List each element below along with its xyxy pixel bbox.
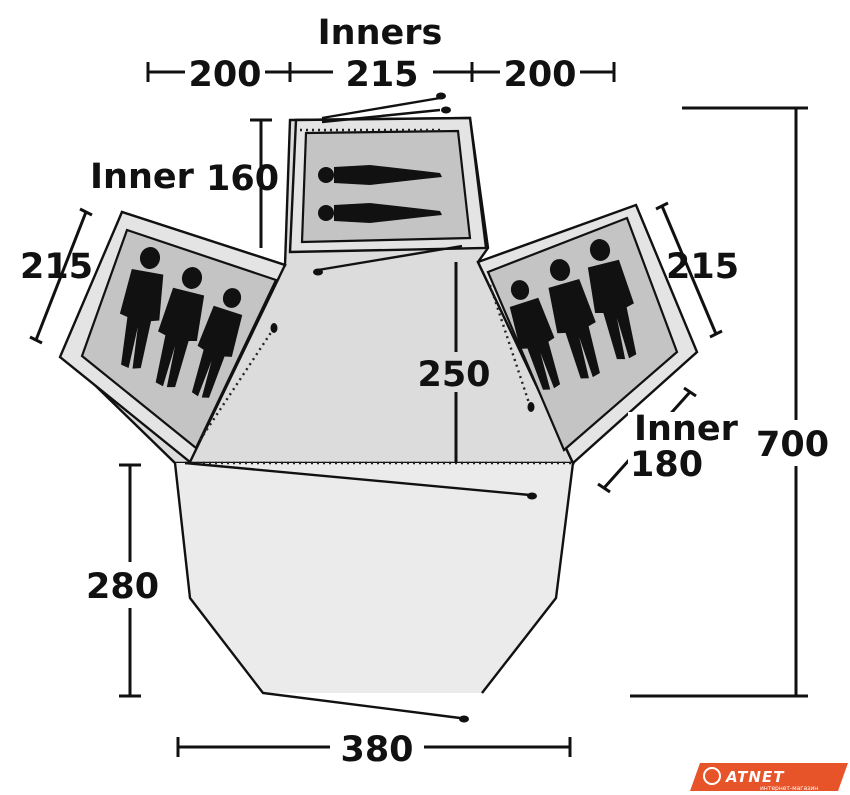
inners-title: Inners (318, 13, 443, 53)
total-length-line (630, 106, 840, 698)
left-inner-width-label: 215 (20, 247, 93, 287)
logo-brand: ATNET (725, 768, 785, 786)
guyline-center-top-solid (321, 96, 441, 120)
porch-outline (173, 462, 461, 720)
top-center-width-label: 215 (345, 55, 418, 95)
porch-width-label: 380 (340, 730, 413, 770)
logo-background (690, 763, 848, 791)
left-inner-width-line (29, 207, 93, 345)
guyline-left (198, 327, 276, 441)
guyline-bottom-solid (184, 461, 531, 497)
guyline-center-bottom (317, 244, 463, 272)
logo-subtitle: интернет-магазин (760, 785, 818, 792)
right-inner-width-label: 215 (666, 247, 739, 287)
right-inner-depth-line (597, 386, 738, 494)
top-dimension-line (146, 56, 616, 88)
people-center-icon (318, 165, 442, 223)
porch-depth-line (82, 463, 164, 698)
center-inner-depth-label: 160 (206, 159, 279, 199)
right-inner-label: Inner (634, 409, 739, 449)
guyline-center-top-solid-2 (321, 108, 441, 124)
top-right-width-label: 200 (503, 55, 576, 95)
porch-outline-right (481, 462, 575, 694)
people-right-icon (509, 239, 637, 390)
atnet-logo: ATNET интернет-магазин (690, 763, 848, 792)
right-inner-width-line (655, 201, 723, 339)
porch-depth-label: 280 (86, 567, 159, 607)
porch-area (175, 463, 573, 693)
center-inner-depth-line (250, 118, 272, 248)
porch-width-line (176, 727, 572, 767)
left-inner-label: Inner (90, 157, 195, 197)
people-left-icon (119, 247, 243, 398)
center-inner-floor (300, 129, 472, 244)
right-inner-depth-label: 180 (630, 445, 703, 485)
total-length-label: 700 (756, 425, 829, 465)
top-left-width-label: 200 (188, 55, 261, 95)
logo-icon (703, 767, 721, 785)
living-depth-line (412, 262, 496, 463)
peg-icons (270, 92, 537, 723)
living-depth-label: 250 (417, 355, 490, 395)
